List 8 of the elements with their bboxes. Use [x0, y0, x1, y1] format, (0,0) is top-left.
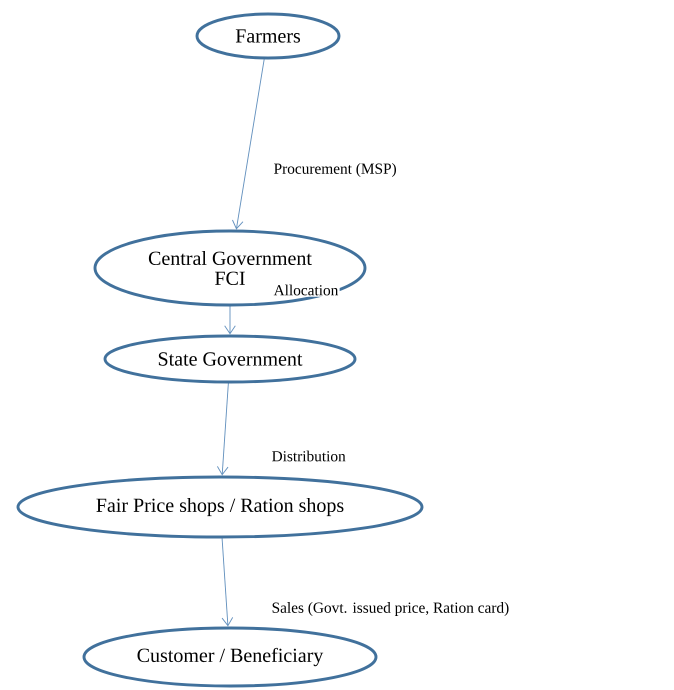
arrow [232, 58, 265, 230]
arrow [216, 383, 229, 476]
edge-label: Allocation [272, 283, 340, 297]
edge-label: Distribution [270, 449, 348, 463]
arrow [224, 306, 236, 335]
arrow [222, 538, 234, 627]
edge-label: Procurement (MSP) [272, 162, 398, 178]
edge-label: Sales (Govt. issued price, Ration card) [270, 600, 511, 618]
